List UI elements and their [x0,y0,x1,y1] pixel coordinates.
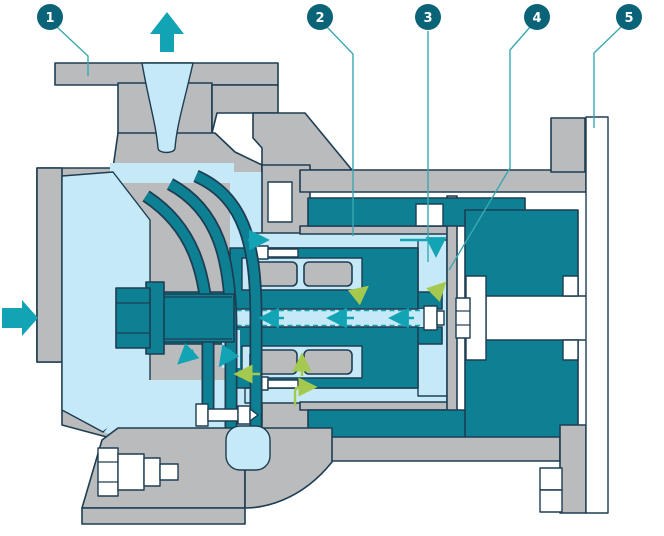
motor-bracket [299,116,609,514]
bracket-bolt-upper [539,467,563,491]
baseplate [81,507,246,525]
bearing-top-right [303,261,353,287]
bearing-bottom-right [303,349,353,375]
cover-bolt-tip [249,408,259,422]
shaft-end-plug [423,305,438,331]
callout-2-number: 2 [315,11,324,26]
bracket-bottom-band [299,436,561,462]
drain-bolt-head [97,447,119,497]
drain-bolt-collar2 [143,457,161,487]
callout-2: 2 [307,4,333,30]
callout-4: 4 [524,4,550,30]
can-wall-top [299,225,450,235]
impeller-nut [115,287,151,349]
drain-cavity [225,425,271,471]
leader-line-4 [448,25,532,271]
callout-3-circle [415,4,441,30]
callout-badges: 1 2 3 4 5 [37,4,642,30]
lube-arrow-top [347,285,369,306]
lube-arrow-up-right [293,377,318,406]
impeller-return-arrow-1 [177,342,200,365]
shaft-end-plug-nub [436,310,445,326]
bracket-bolt-lower [539,489,563,513]
casing-slope [252,112,353,171]
callout-3-number: 3 [423,11,432,26]
callout-5: 5 [616,4,642,30]
base-and-bolts [81,403,333,525]
carrier-notch-bottom [562,339,579,361]
impeller-return-arrow-2 [218,344,240,368]
cover-bolt-plate [195,403,209,427]
carrier-notch-top [562,275,579,297]
bracket-top-band [299,169,587,193]
callout-4-number: 4 [532,11,541,26]
callout-3: 3 [415,4,441,30]
leader-line-5 [593,26,622,128]
callout-1-circle [37,4,63,30]
discharge-outlet-arrow [150,12,184,52]
impeller-back-shroud [193,171,261,440]
impeller [115,170,263,440]
drain-bolt-collar [117,453,145,491]
suction-inlet-arrow [2,300,38,336]
cover-bolt-head [237,405,251,425]
can-clamp-lug [415,203,444,227]
bracket-bottom-column [559,424,587,514]
callout-2-circle [307,4,333,30]
discharge-funnel-fluid [141,62,194,154]
bracket-top-block [550,117,586,173]
bottom-circulation-channel [244,387,448,404]
callout-4-circle [524,4,550,30]
drive-hub-nut [455,297,471,339]
lube-arrow-rear [426,281,447,302]
motor-mounting-flange [585,116,609,514]
casing-step [211,84,279,134]
rotor-stud-bottom-shank [267,379,299,389]
callout-1: 1 [37,4,63,30]
cover-bolt-shank [207,408,239,422]
leader-line-1 [56,26,89,76]
drive-shaft [485,295,597,341]
suction-flange [36,167,63,363]
leader-line-2 [326,26,354,236]
callout-1-number: 1 [45,11,54,26]
inner-magnet-rotor [222,245,419,391]
lubrication-arrows [233,281,447,406]
callout-leaders [56,25,622,271]
outer-magnet-carrier [307,197,597,453]
flow-arrows [2,12,447,368]
callout-5-circle [616,4,642,30]
callout-5-number: 5 [624,11,633,26]
rear-channel-arrow-down [400,237,447,258]
rotor-stud-top-shank [267,248,299,258]
drain-bolt-shank [159,463,179,481]
can-wall-bottom [299,401,450,411]
cover-bolt-boss [267,181,293,223]
